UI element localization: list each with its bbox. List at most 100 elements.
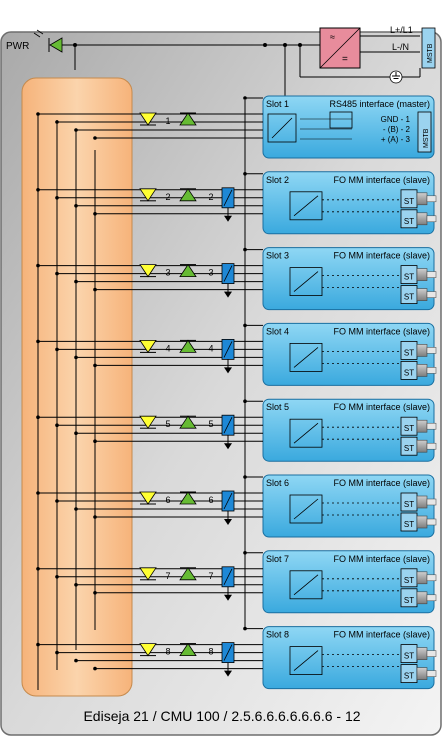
slot-label: Slot 5 bbox=[266, 402, 289, 412]
status-led-yellow-icon bbox=[139, 415, 157, 429]
st-connector-label: ST bbox=[404, 672, 414, 681]
slot-module bbox=[262, 322, 435, 386]
relay-number: 8 bbox=[208, 647, 213, 657]
slot-title: FO MM interface (slave) bbox=[333, 478, 430, 488]
slot-label: Slot 2 bbox=[266, 175, 289, 185]
status-led-green-icon bbox=[179, 642, 197, 656]
slot-title: FO MM interface (slave) bbox=[333, 630, 430, 640]
fiber-plug-icon bbox=[416, 495, 428, 509]
slot-module bbox=[262, 550, 435, 614]
slot-title: FO MM interface (slave) bbox=[333, 251, 430, 261]
st-connector-label: ST bbox=[404, 520, 414, 529]
st-connector-label: ST bbox=[404, 444, 414, 453]
channel-number: 1 bbox=[165, 116, 170, 126]
channel-number: 3 bbox=[165, 268, 170, 278]
channel-number: 6 bbox=[165, 495, 170, 505]
fiber-plug-icon bbox=[416, 515, 428, 529]
fiber-plug-icon bbox=[416, 268, 428, 281]
slot-label: Slot 4 bbox=[266, 326, 289, 336]
fiber-plug-icon bbox=[416, 419, 428, 433]
fiber-plug-icon bbox=[416, 647, 428, 660]
relay-number: 5 bbox=[208, 419, 213, 429]
relay-number: 6 bbox=[208, 495, 213, 505]
slot-module bbox=[262, 95, 435, 159]
st-connector-label: ST bbox=[404, 217, 414, 226]
status-led-yellow-icon bbox=[139, 643, 157, 657]
rs485-pin-label: - (B) - 2 bbox=[383, 125, 411, 134]
fiber-plug-icon bbox=[416, 571, 428, 585]
fiber-plug-icon bbox=[416, 591, 428, 605]
status-led-green-icon bbox=[179, 188, 197, 202]
slot-title: RS485 interface (master) bbox=[329, 99, 430, 109]
status-led-green-icon bbox=[179, 491, 197, 505]
status-led-yellow-icon bbox=[139, 567, 157, 581]
slot-label: Slot 1 bbox=[266, 99, 289, 109]
status-led-green-icon bbox=[179, 112, 197, 126]
status-led-yellow-icon bbox=[139, 112, 157, 126]
status-led-green-icon bbox=[179, 263, 197, 278]
relay-number: 2 bbox=[208, 192, 213, 202]
fiber-plug-icon bbox=[416, 439, 428, 453]
relay-number: 3 bbox=[208, 268, 213, 278]
channel-number: 5 bbox=[165, 419, 170, 429]
slot-label: Slot 8 bbox=[266, 630, 289, 640]
rs485-pin-label: + (A) - 3 bbox=[381, 135, 411, 144]
rs485-terminal bbox=[417, 111, 432, 153]
channel-number: 2 bbox=[165, 192, 170, 202]
fiber-plug-icon bbox=[416, 212, 428, 226]
st-connector-label: ST bbox=[404, 368, 414, 377]
st-connector-label: ST bbox=[404, 596, 414, 605]
slot-module bbox=[262, 398, 435, 462]
slot-label: Slot 3 bbox=[266, 251, 289, 261]
status-led-yellow-icon bbox=[139, 188, 157, 202]
st-connector-label: ST bbox=[404, 197, 414, 206]
rs485-terminal-label: MSTB bbox=[423, 128, 430, 148]
fiber-plug-icon bbox=[416, 344, 428, 357]
st-connector-label: ST bbox=[404, 293, 414, 302]
ground-icon bbox=[389, 70, 403, 84]
st-connector-label: ST bbox=[404, 576, 414, 585]
backplane-bus bbox=[21, 77, 133, 697]
slot-module bbox=[262, 626, 435, 690]
fiber-plug-icon bbox=[416, 364, 428, 377]
rs485-pin-label: GND - 1 bbox=[381, 115, 411, 124]
slot-label: Slot 7 bbox=[266, 554, 289, 564]
st-connector-label: ST bbox=[404, 500, 414, 509]
power-terminal bbox=[421, 27, 436, 69]
power-terminal-label: MSTB bbox=[427, 43, 434, 63]
slot-title: FO MM interface (slave) bbox=[333, 326, 430, 336]
svg-text:=: = bbox=[342, 54, 348, 65]
power-section: PWR ≈ = L+/L1 L-/N MSTB bbox=[6, 25, 436, 100]
slot-title: FO MM interface (slave) bbox=[333, 402, 430, 412]
slot-module bbox=[262, 171, 435, 235]
device-footer-label: Ediseja 21 / CMU 100 / 2.5.6.6.6.6.6.6.6… bbox=[83, 708, 360, 724]
status-led-yellow-icon bbox=[139, 491, 157, 505]
channel-number: 4 bbox=[165, 343, 170, 353]
fiber-plug-icon bbox=[416, 667, 428, 680]
st-connector-label: ST bbox=[404, 424, 414, 433]
svg-text:≈: ≈ bbox=[330, 32, 335, 42]
relay-number: 4 bbox=[208, 343, 213, 353]
status-led-green-icon bbox=[179, 339, 197, 353]
slot-list: Slot 1 RS485 interface (master) 1 GND - 1- … bbox=[36, 95, 437, 690]
slot-1: Slot 1 RS485 interface (master) 1 GND - 1- … bbox=[36, 95, 435, 159]
l1-label: L+/L1 bbox=[390, 25, 413, 35]
slot-label: Slot 6 bbox=[266, 478, 289, 488]
relay-number: 7 bbox=[208, 571, 213, 581]
slot-title: FO MM interface (slave) bbox=[333, 554, 430, 564]
channel-number: 7 bbox=[165, 571, 170, 581]
fiber-plug-icon bbox=[416, 288, 428, 301]
st-connector-label: ST bbox=[404, 273, 414, 282]
st-connector-label: ST bbox=[404, 652, 414, 661]
status-led-green-icon bbox=[179, 567, 197, 581]
status-led-green-icon bbox=[179, 415, 197, 429]
status-led-yellow-icon bbox=[139, 264, 157, 278]
